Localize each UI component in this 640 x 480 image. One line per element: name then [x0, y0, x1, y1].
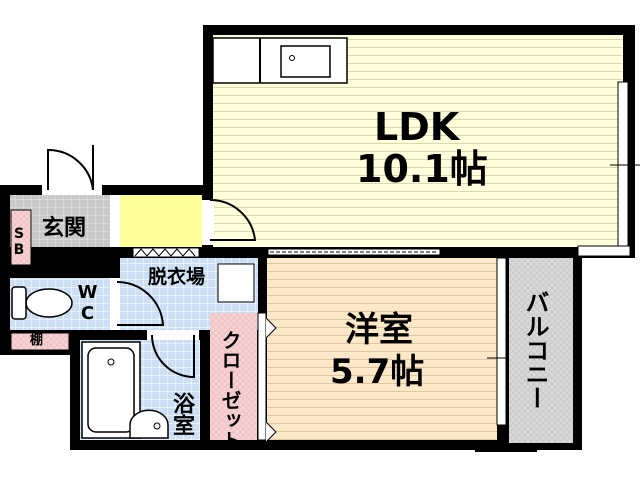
shelf [10, 332, 70, 351]
shelf-label: 棚 [30, 333, 44, 348]
toilet-label: WC [77, 282, 98, 324]
closet-doors [257, 312, 277, 443]
hall-louver [132, 247, 200, 258]
bathtub-icon [81, 341, 141, 439]
hall-floor [120, 195, 202, 247]
ldk-name: LDK [374, 105, 460, 149]
western-window [496, 257, 507, 426]
closet-floor [210, 313, 257, 440]
sink-icon [280, 45, 331, 78]
ldk-door [202, 198, 257, 245]
wash-basin-icon [129, 409, 169, 439]
balcony-label: バルコニー [521, 290, 549, 410]
bath-label: 浴室 [169, 392, 194, 436]
toilet-icon [11, 286, 73, 320]
ldk-size: 10.1帖 [356, 147, 488, 191]
kitchen-counter [212, 37, 348, 84]
ldk-storage-louver [267, 248, 441, 256]
balcony-door [577, 245, 631, 257]
bath-door [147, 330, 199, 379]
front-door [42, 145, 102, 195]
toilet-door [110, 278, 165, 330]
western-name: 洋室 [345, 310, 413, 350]
balcony-floor [509, 258, 573, 443]
western-floor [267, 258, 497, 440]
shoe-box-label: SB [11, 226, 27, 258]
shoe-box [10, 209, 32, 266]
washing-machine-pan [217, 263, 255, 303]
entrance-name: 玄関 [42, 216, 87, 241]
closet-label: クローゼット [218, 330, 242, 450]
dressing-label: 脱衣場 [148, 266, 206, 288]
western-size: 5.7帖 [330, 352, 425, 392]
